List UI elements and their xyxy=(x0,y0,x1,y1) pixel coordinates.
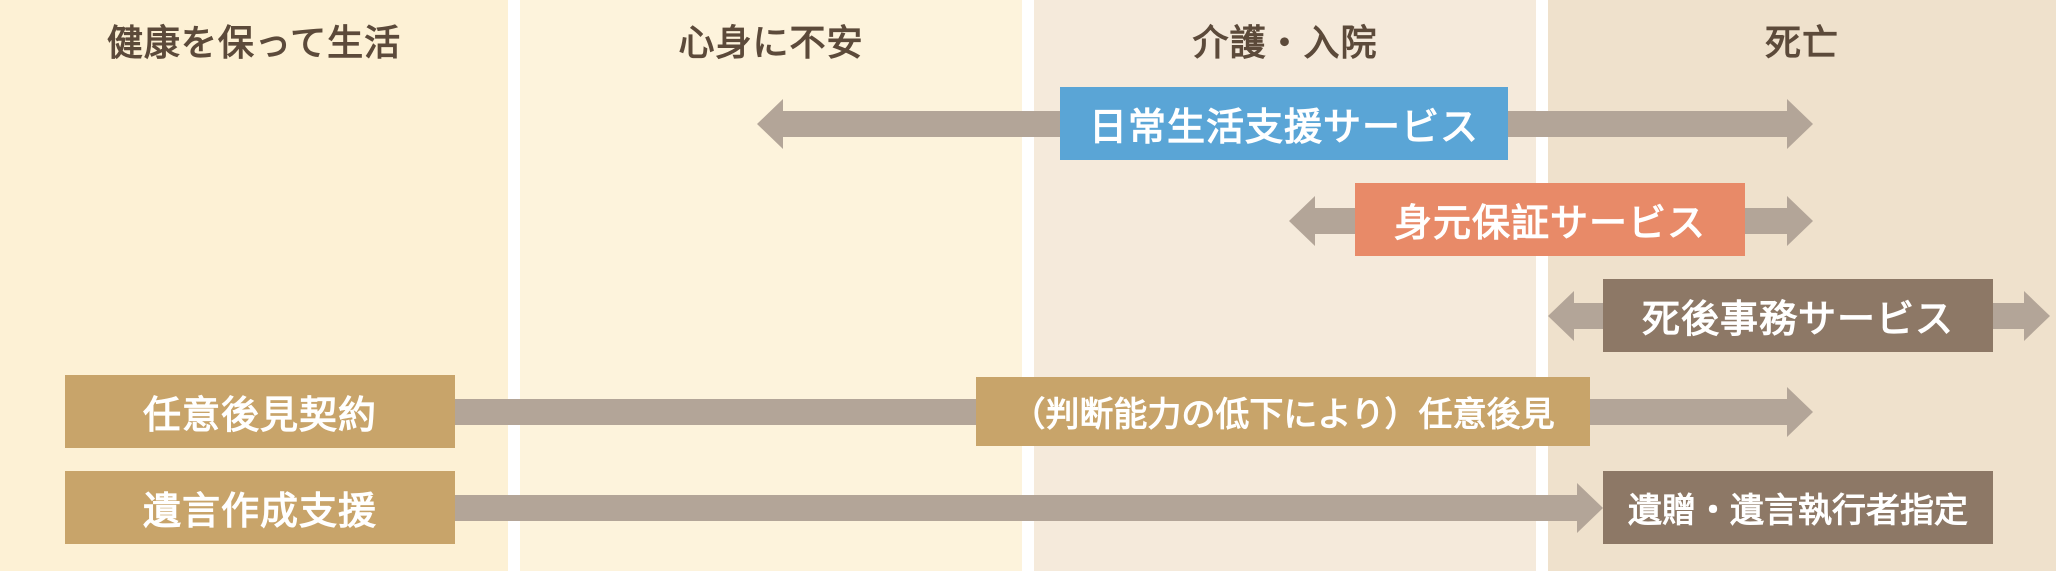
arrow-head-left xyxy=(757,99,783,149)
phase-title-healthy: 健康を保って生活 xyxy=(106,23,402,64)
arrow-head-left xyxy=(1289,196,1315,246)
arrow-will-support xyxy=(455,483,1603,533)
arrow-head-right xyxy=(1787,99,1813,149)
arrow-head-right xyxy=(1787,387,1813,437)
arrow-head-right xyxy=(2024,291,2050,341)
arrow-head-right xyxy=(1577,483,1603,533)
phase-title-anxiety: 心身に不安 xyxy=(678,23,864,64)
arrow-shaft xyxy=(455,495,1577,521)
label-after-death-service: 死後事務サービス xyxy=(1603,279,1993,352)
label-guarantee-service: 身元保証サービス xyxy=(1355,183,1745,256)
arrow-head-left xyxy=(1548,291,1574,341)
label-will-support: 遺言作成支援 xyxy=(65,471,455,544)
label-guardianship-by-decline: （判断能力の低下により）任意後見 xyxy=(976,377,1590,446)
arrow-head-right xyxy=(1787,196,1813,246)
label-daily-life-service: 日常生活支援サービス xyxy=(1060,87,1508,160)
phase-column-anxiety: 心身に不安 xyxy=(520,0,1022,571)
label-bequest-executor: 遺贈・遺言執行者指定 xyxy=(1603,471,1993,544)
phase-title-care: 介護・入院 xyxy=(1192,23,1378,64)
label-guardianship-contract: 任意後見契約 xyxy=(65,375,455,448)
phase-column-care: 介護・入院 xyxy=(1034,0,1536,571)
phase-title-death: 死亡 xyxy=(1764,23,1839,64)
